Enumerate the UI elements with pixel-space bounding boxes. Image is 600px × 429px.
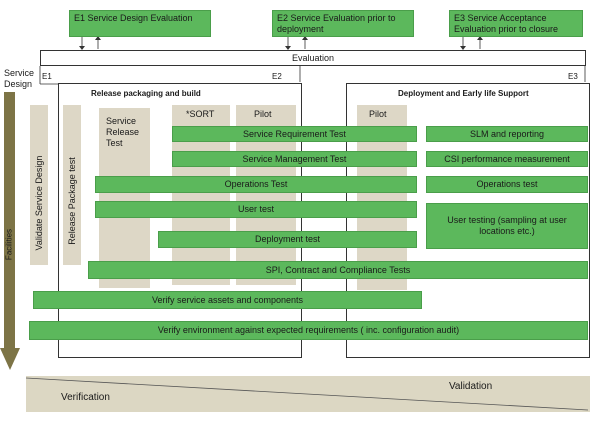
evaluation-bar-label: Evaluation: [291, 53, 335, 63]
pilot-right-label: Pilot: [369, 109, 387, 119]
service-management-test-label: Service Management Test: [242, 153, 347, 164]
service-requirement-test-bar: Service Requirement Test: [172, 126, 417, 142]
sort-label: *SORT: [186, 109, 215, 119]
user-test-bar: User test: [95, 201, 417, 218]
operations-test-right-label: Operations test: [476, 179, 538, 189]
deployment-section-title: Deployment and Early life Support: [398, 89, 529, 98]
verify-environment-label: Verify environment against expected requ…: [157, 325, 460, 335]
pilot-left-label: Pilot: [254, 109, 272, 119]
csi-measurement-bar: CSI performance measurement: [426, 151, 588, 167]
service-requirement-test-label: Service Requirement Test: [243, 128, 346, 139]
slm-reporting-bar: SLM and reporting: [426, 126, 588, 142]
release-package-test-label: Release Package test: [67, 157, 77, 245]
release-packaging-frame: [58, 83, 302, 358]
operations-test-bar: Operations Test: [95, 176, 417, 193]
operations-test-right-bar: Operations test: [426, 176, 588, 193]
facilities-label: Facilities: [4, 228, 14, 261]
slm-reporting-label: SLM and reporting: [469, 128, 545, 139]
marker-e3: E3: [568, 72, 578, 81]
spi-compliance-label: SPI, Contract and Compliance Tests: [265, 264, 411, 275]
service-release-test-label: Service Release Test: [106, 116, 140, 148]
e1-label: E1 Service Design Evaluation: [74, 13, 193, 23]
e3-service-acceptance-evaluation: E3 Service Acceptance Evaluation prior t…: [449, 10, 583, 37]
spi-compliance-bar: SPI, Contract and Compliance Tests: [88, 261, 588, 279]
deployment-frame: [346, 83, 590, 358]
e2-service-evaluation: E2 Service Evaluation prior to deploymen…: [272, 10, 414, 37]
deployment-test-bar: Deployment test: [158, 231, 417, 248]
validate-service-design-label: Validate Service Design: [34, 155, 44, 251]
csi-measurement-label: CSI performance measurement: [444, 153, 570, 164]
deployment-test-label: Deployment test: [254, 234, 321, 244]
verify-environment-bar: Verify environment against expected requ…: [29, 321, 588, 340]
e2-label: E2 Service Evaluation prior to deploymen…: [277, 13, 396, 34]
marker-e1: E1: [42, 72, 52, 81]
service-management-test-bar: Service Management Test: [172, 151, 417, 167]
release-package-column: [63, 105, 81, 265]
service-release-column: [99, 108, 150, 288]
verification-label: Verification: [61, 392, 110, 403]
validate-column: [30, 105, 48, 265]
user-testing-bar: User testing (sampling at user locations…: [426, 203, 588, 249]
marker-e2: E2: [272, 72, 282, 81]
operations-test-label: Operations Test: [224, 179, 288, 189]
user-testing-label: User testing (sampling at user locations…: [447, 215, 567, 236]
service-design-label: Service Design: [4, 68, 35, 89]
evaluation-bar: Evaluation: [40, 50, 586, 66]
e1-service-design-evaluation: E1 Service Design Evaluation: [69, 10, 211, 37]
e3-label: E3 Service Acceptance Evaluation prior t…: [454, 13, 559, 34]
verify-assets-bar: Verify service assets and components: [33, 291, 422, 309]
user-test-label: User test: [237, 204, 274, 214]
release-section-title: Release packaging and build: [91, 89, 201, 98]
verify-assets-label: Verify service assets and components: [151, 294, 304, 305]
validation-label: Validation: [449, 381, 493, 392]
